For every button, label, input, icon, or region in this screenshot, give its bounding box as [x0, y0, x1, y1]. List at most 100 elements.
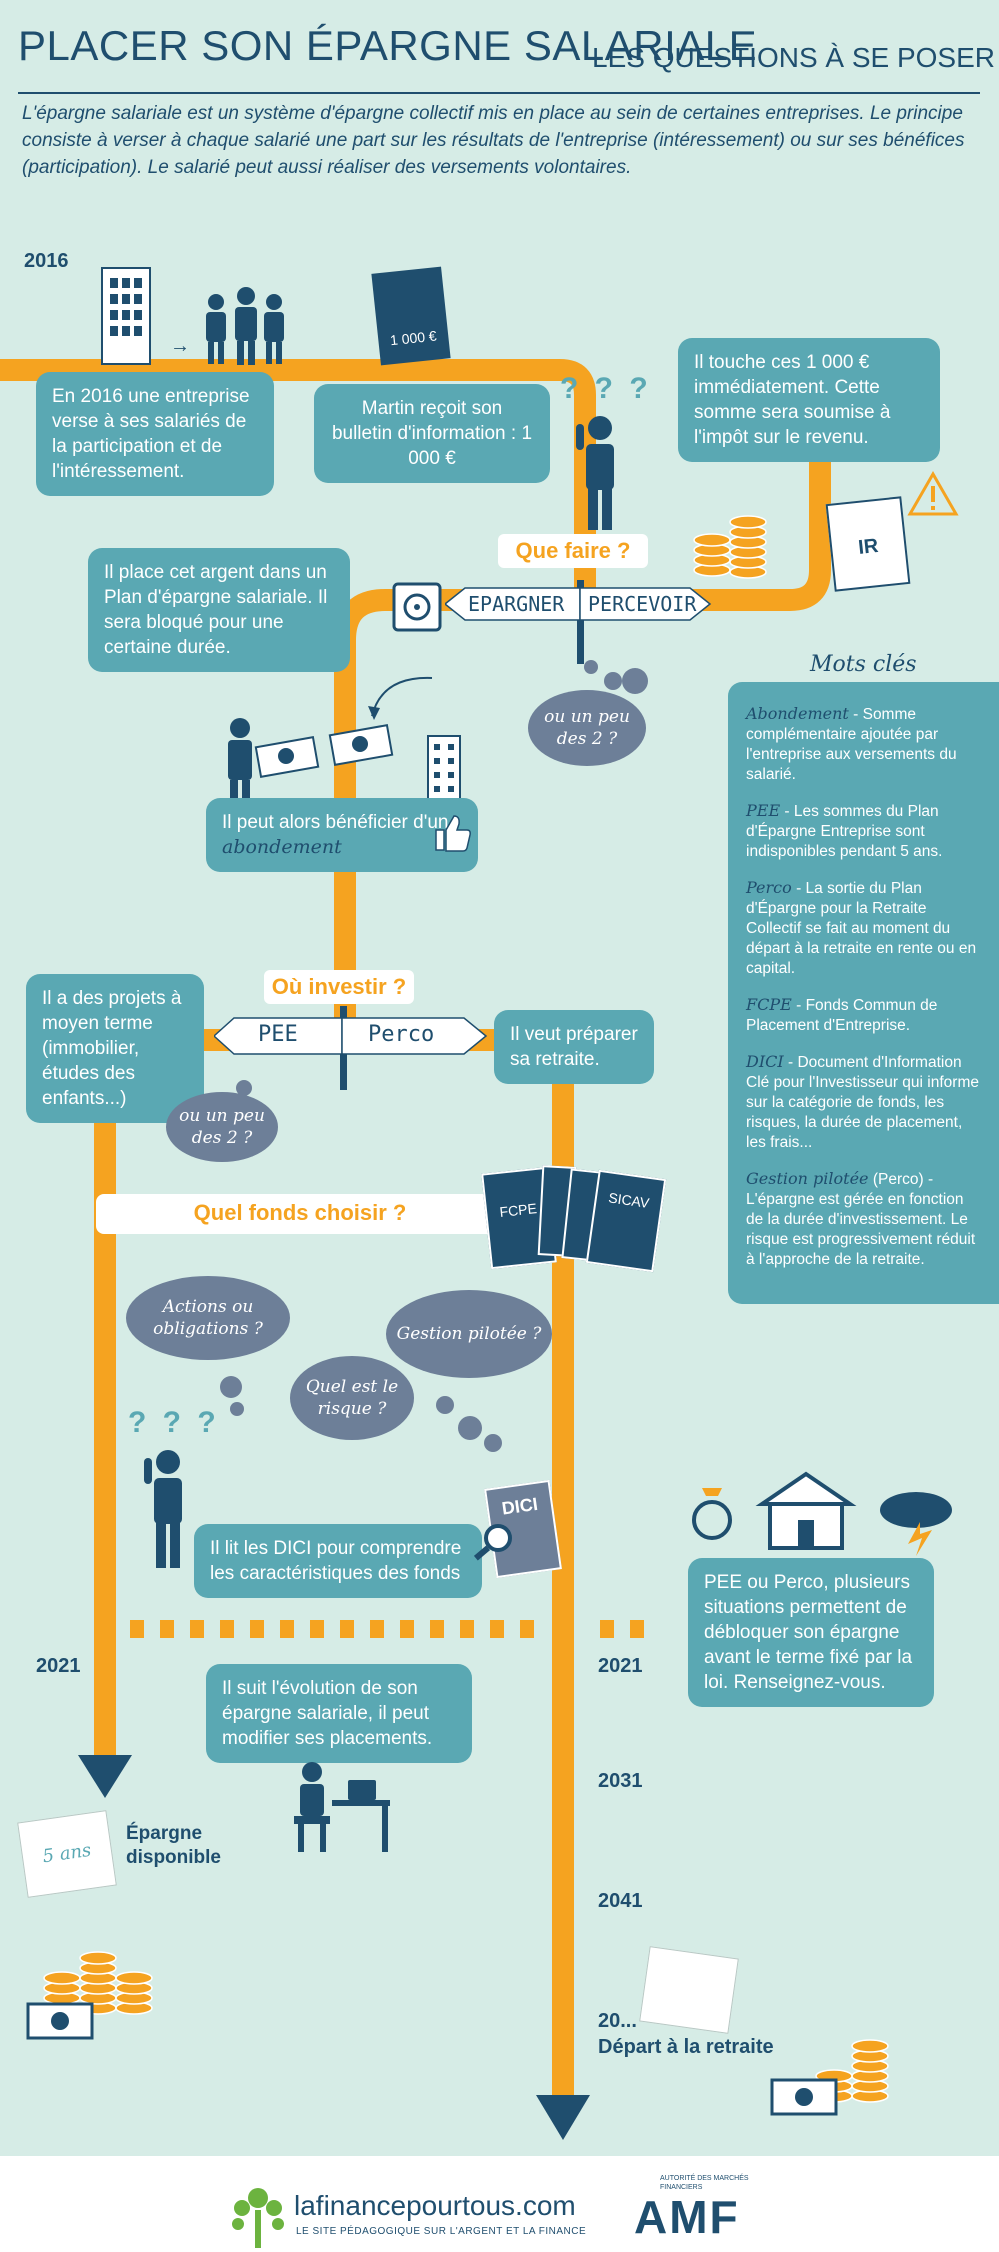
ou-investir-bg: [264, 970, 414, 1004]
signpost-pee-perco: [214, 1006, 488, 1090]
thinking-man-icon: [144, 1450, 182, 1568]
keywords-title: Mots clés: [810, 652, 917, 677]
quel-fonds-bg: [96, 1194, 504, 1234]
sign-epargner[interactable]: EPARGNER: [468, 592, 565, 616]
bulletin-document-icon: 1 000 €: [371, 266, 451, 366]
thought-dot: [604, 672, 622, 690]
follow-savings-box: Il suit l'évolution de son épargne salar…: [206, 1664, 472, 1763]
martin-receives-box: Martin reçoit son bulletin d'information…: [314, 384, 550, 483]
keyword-definition: - La sortie du Plan d'Épargne pour la Re…: [746, 880, 977, 977]
dashed-line-2021: [130, 1620, 644, 1638]
keyword-item: PEE - Les sommes du Plan d'Épargne Entre…: [746, 801, 985, 862]
euro-bill-icon: [278, 748, 294, 764]
question-que-faire: Que faire ?: [515, 538, 631, 563]
header-divider: [18, 92, 980, 94]
thought-dot: [230, 1402, 244, 1416]
early-release-box: PEE ou Perco, plusieurs situations perme…: [688, 1558, 934, 1707]
invest-plan-box: Il place cet argent dans un Plan d'éparg…: [88, 548, 350, 672]
keyword-term: Gestion pilotée: [746, 1169, 869, 1188]
que-faire-bg: [498, 534, 648, 568]
magnifier-icon: [473, 1524, 512, 1561]
keyword-definition: - Fonds Commun de Placement d'Entreprise…: [746, 997, 938, 1034]
amf-logo[interactable]: AMF: [634, 2191, 740, 2243]
footer: lafinancepourtous.com LE SITE PÉDAGOGIQU…: [0, 2156, 999, 2252]
person-at-computer-icon: [294, 1762, 390, 1852]
keyword-definition: (Perco) - L'épargne est gérée en fonctio…: [746, 1171, 976, 1268]
medium-term-projects-box: Il a des projets à moyen terme (immobili…: [26, 974, 204, 1123]
thought-cloud-actions: Actions ou obligations ?: [126, 1276, 290, 1360]
bulletin-amount: 1 000 €: [389, 327, 438, 349]
company-pays-box: En 2016 une entreprise verse à ses salar…: [36, 372, 274, 496]
thought-cloud-risque: Quel est le risque ?: [290, 1356, 414, 1440]
coins-stack-icon: [693, 515, 767, 579]
question-ou-investir: Où investir ?: [271, 974, 407, 999]
signpost-epargner-percevoir: [445, 580, 712, 664]
calendar-icon: 5 ans: [17, 1810, 117, 1898]
thought-cloud-gestion: Gestion pilotée ?: [386, 1290, 552, 1378]
brand-tagline: LE SITE PÉDAGOGIQUE SUR L'ARGENT ET LA F…: [296, 2226, 587, 2237]
thought-cloud-both-2: ou un peu des 2 ?: [166, 1092, 278, 1162]
sicav-document-icon: SICAV: [585, 1169, 667, 1273]
thinking-man-icon: [576, 416, 614, 530]
svg-text:→: →: [170, 335, 190, 357]
path-percevoir: [585, 450, 831, 611]
sign-pee[interactable]: PEE: [258, 1022, 298, 1047]
retirement-label: Départ à la retraite: [598, 2036, 774, 2058]
thought-dot: [584, 660, 598, 674]
keyword-item: FCPE - Fonds Commun de Placement d'Entre…: [746, 995, 985, 1036]
thought-dot: [236, 1080, 252, 1096]
thought-dot: [220, 1376, 242, 1398]
keyword-term: Perco: [746, 878, 792, 897]
thought-dot: [458, 1416, 482, 1440]
keyword-item: Abondement - Somme complémentaire ajouté…: [746, 704, 985, 785]
dici-label: DICI: [500, 1493, 540, 1519]
intro-text: L'épargne salariale est un système d'épa…: [22, 103, 965, 178]
amf-caption: AUTORITÉ DES MARCHÉS FINANCIERS: [660, 2175, 749, 2191]
life-events-icons: [692, 1471, 952, 1556]
path-top: [0, 359, 596, 600]
year-2016: 2016: [24, 250, 69, 272]
read-dici-box: Il lit les DICI pour comprendre les cara…: [194, 1524, 482, 1598]
year-end: 20...: [598, 2010, 637, 2032]
keyword-term: Abondement: [746, 704, 849, 723]
storm-cloud-icon: [880, 1492, 952, 1528]
thought-dot: [622, 668, 648, 694]
abondement-term: abondement: [222, 836, 342, 858]
tree-logo-icon: [232, 2188, 284, 2248]
abondement-text: Il peut alors bénéficier d'un: [222, 812, 449, 833]
sign-percevoir[interactable]: PERCEVOIR: [588, 592, 697, 616]
ring-icon: [692, 1500, 732, 1540]
pee-arrowhead: [78, 1755, 132, 1798]
keyword-term: DICI: [746, 1052, 784, 1071]
question-marks-top: ? ? ?: [560, 372, 652, 405]
keyword-definition: - Somme complémentaire ajoutée par l'ent…: [746, 706, 957, 783]
keywords-panel: Abondement - Somme complémentaire ajouté…: [728, 682, 999, 1304]
abondement-box: Il peut alors bénéficier d'un abondement: [206, 798, 478, 872]
keyword-item: Gestion pilotée (Perco) - L'épargne est …: [746, 1169, 985, 1270]
thumbs-up-icon: [435, 815, 471, 852]
coins-bills-icon: [26, 1951, 153, 2040]
question-marks-mid: ? ? ?: [128, 1406, 220, 1439]
house-icon: [755, 1471, 857, 1506]
warning-icon: [907, 470, 959, 516]
keyword-definition: - Les sommes du Plan d'Épargne Entrepris…: [746, 803, 943, 860]
savings-available-label: Épargne disponible: [126, 1823, 221, 1868]
year-2021-left: 2021: [36, 1655, 81, 1677]
keyword-term: FCPE: [746, 995, 792, 1014]
thought-cloud-both-1: ou un peu des 2 ?: [528, 690, 646, 766]
calendar-label: 5 ans: [41, 1839, 93, 1868]
company-building-icon: →: [101, 267, 284, 365]
safe-icon: [392, 582, 442, 632]
brand-name[interactable]: lafinancepourtous.com: [294, 2190, 576, 2221]
coins-bills-icon: [770, 2039, 889, 2116]
page-subtitle: LES QUESTIONS À SE POSER: [592, 42, 996, 73]
year-2031: 2031: [598, 1770, 643, 1792]
keyword-item: Perco - La sortie du Plan d'Épargne pour…: [746, 878, 985, 979]
keyword-definition: - Document d'Information Clé pour l'Inve…: [746, 1054, 979, 1151]
sign-perco[interactable]: Perco: [368, 1022, 435, 1047]
keyword-item: DICI - Document d'Information Clé pour l…: [746, 1052, 985, 1153]
year-2041: 2041: [598, 1890, 643, 1912]
immediate-payment-box: Il touche ces 1 000 € immédiatement. Cet…: [678, 338, 940, 462]
tax-document-icon: IR: [825, 496, 911, 592]
